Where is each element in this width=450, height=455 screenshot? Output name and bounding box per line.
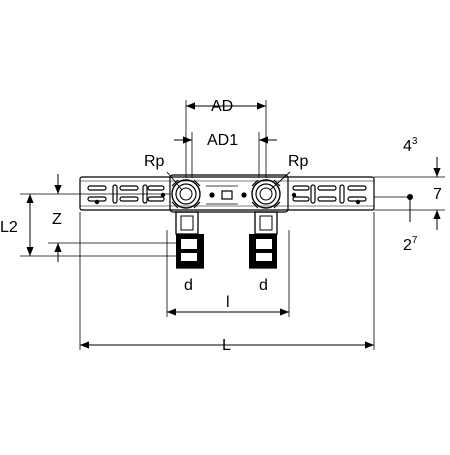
dimension-lines — [26, 102, 441, 349]
label-top-offset: 43 — [403, 136, 418, 155]
label-ad1: AD1 — [207, 132, 238, 149]
label-rp-left: Rp — [144, 153, 165, 170]
label-ad: AD — [211, 98, 233, 115]
label-d-left: d — [184, 277, 193, 294]
label-d-right: d — [259, 277, 268, 294]
rp-leaders — [166, 171, 291, 191]
label-thickness: 7 — [433, 186, 442, 203]
label-bottom-offset: 27 — [403, 235, 418, 254]
reference-dot — [407, 194, 413, 200]
label-l2: L2 — [0, 219, 18, 236]
label-rp-right: Rp — [288, 153, 309, 170]
label-l-big: L — [222, 337, 231, 354]
mounting-rail — [79, 174, 375, 213]
right-fitting — [249, 179, 281, 269]
label-l-small: l — [226, 294, 230, 311]
label-z: Z — [52, 211, 62, 228]
left-fitting — [171, 179, 204, 269]
